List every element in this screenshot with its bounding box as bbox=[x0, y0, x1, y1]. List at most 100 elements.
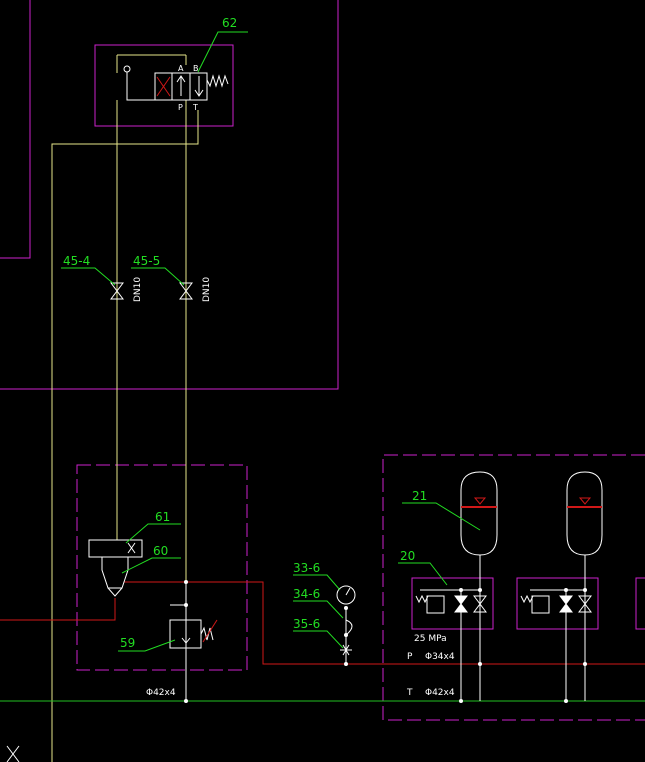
label-45-5: 45-5 bbox=[133, 254, 160, 268]
pilot-frame-line bbox=[51, 54, 199, 762]
junction-dot bbox=[459, 699, 463, 703]
dn10-label-b: DN10 bbox=[202, 277, 212, 302]
valve-62-cross-2 bbox=[156, 76, 171, 97]
safety-block-20-1-spring bbox=[415, 594, 429, 604]
leader-21 bbox=[402, 502, 481, 531]
ucs-cross-mark bbox=[6, 745, 20, 762]
leader-45-5 bbox=[131, 267, 185, 286]
relief-valve-61-spring bbox=[101, 557, 129, 589]
directional-valve-62 bbox=[123, 65, 229, 101]
pressure-lines bbox=[0, 581, 645, 665]
p-pipe-prefix: P bbox=[407, 652, 413, 662]
label-34-6: 34-6 bbox=[293, 587, 320, 601]
junction-dot bbox=[564, 588, 568, 592]
relief-valve-59 bbox=[169, 619, 218, 649]
pressure-line-main bbox=[124, 581, 645, 665]
accumulator-21-2 bbox=[566, 471, 603, 556]
safety-block-20-1-valve-a bbox=[454, 595, 468, 613]
leader-60 bbox=[121, 557, 181, 574]
ball-valve-45-5 bbox=[179, 282, 193, 300]
safety-block-20-2 bbox=[520, 594, 592, 614]
frame-outlines bbox=[0, 0, 645, 721]
label-21: 21 bbox=[412, 489, 427, 503]
pipe-accumulator-2 bbox=[530, 555, 586, 701]
relief-valve-59-spring bbox=[200, 626, 214, 641]
label-35-6: 35-6 bbox=[293, 617, 320, 631]
relief-valve-59-arrow bbox=[181, 625, 191, 644]
pilot-lines bbox=[51, 54, 199, 762]
valve-62-box bbox=[94, 44, 234, 127]
pressure-gauge-needle bbox=[345, 587, 351, 596]
accumulator-21-2-shell bbox=[566, 471, 603, 556]
block-59-61-frame bbox=[76, 464, 248, 671]
safety-block-20-2-relief bbox=[531, 595, 550, 614]
ball-valve-45-4 bbox=[110, 282, 124, 300]
port-t-label: T bbox=[192, 103, 198, 112]
junction-dot bbox=[564, 699, 568, 703]
leader-33-6 bbox=[293, 574, 341, 591]
leader-61 bbox=[125, 523, 181, 544]
white-pipes bbox=[170, 555, 586, 701]
valve-62-knob bbox=[123, 65, 131, 73]
junction-dot bbox=[583, 662, 587, 666]
junction-dot bbox=[344, 633, 348, 637]
accumulator-21-2-marker bbox=[578, 497, 592, 505]
t-pipe-prefix: T bbox=[406, 688, 413, 698]
leader-34-6 bbox=[293, 600, 344, 619]
label-20: 20 bbox=[400, 549, 415, 563]
safety-block-20-2-spring bbox=[520, 594, 534, 604]
t-pipe-size: Φ42x4 bbox=[425, 688, 455, 698]
pipe-186-vertical bbox=[170, 582, 187, 701]
label-45-4: 45-4 bbox=[63, 254, 90, 268]
label-33-6: 33-6 bbox=[293, 561, 320, 575]
relief-valve-61 bbox=[88, 539, 143, 597]
dn10-label-a: DN10 bbox=[133, 277, 143, 302]
p-pipe-size: Φ34x4 bbox=[425, 652, 455, 662]
junction-dot bbox=[344, 606, 348, 610]
safety-block-20-2-valve-b bbox=[578, 595, 592, 613]
main-pipe-size: Φ42x4 bbox=[146, 688, 176, 698]
pressure-line-drain bbox=[0, 598, 116, 621]
valve-62-spring bbox=[206, 74, 229, 88]
junction-dot bbox=[184, 580, 188, 584]
block-20-box-2 bbox=[516, 577, 599, 630]
port-b-label: B bbox=[193, 64, 199, 73]
left-panel-edge bbox=[0, 0, 31, 259]
junction-dot bbox=[344, 662, 348, 666]
junction-dot bbox=[478, 662, 482, 666]
accumulator-21-1 bbox=[460, 471, 498, 556]
label-60: 60 bbox=[153, 544, 168, 558]
junction-dots bbox=[184, 580, 587, 703]
port-a-label: A bbox=[178, 64, 184, 73]
upper-panel-frame bbox=[0, 0, 339, 390]
leader-20 bbox=[398, 562, 448, 586]
block-20-box-3 bbox=[635, 577, 645, 630]
leader-lines bbox=[61, 31, 481, 652]
gauge-valve-35-6 bbox=[340, 644, 352, 656]
safety-block-20-2-valve-a bbox=[559, 595, 573, 613]
relief-valve-61-body bbox=[88, 539, 143, 558]
label-59: 59 bbox=[120, 636, 135, 650]
ball-valve-45-4-symbol bbox=[110, 282, 124, 300]
pipe-accumulator-1 bbox=[420, 555, 481, 701]
junction-dot bbox=[583, 588, 587, 592]
ball-valve-45-5-symbol bbox=[179, 282, 193, 300]
valve-62-arrow-down bbox=[194, 76, 204, 97]
junction-dot bbox=[184, 699, 188, 703]
relief-valve-61-cross bbox=[127, 542, 136, 554]
junction-dot bbox=[478, 588, 482, 592]
leader-59 bbox=[118, 639, 176, 652]
pressure-gauge-33-6 bbox=[336, 585, 356, 605]
junction-dot bbox=[184, 603, 188, 607]
valve-62-arrow-up bbox=[176, 75, 186, 96]
accumulator-station-frame bbox=[382, 454, 645, 721]
leader-35-6 bbox=[293, 630, 344, 649]
safety-block-20-1-relief bbox=[426, 595, 445, 614]
relief-valve-59-adjust bbox=[202, 619, 218, 643]
valve-62-body bbox=[154, 72, 208, 101]
junction-dot bbox=[459, 588, 463, 592]
block-20-box-1 bbox=[411, 577, 494, 630]
relief-valve-61-nozzle bbox=[107, 587, 123, 597]
accumulator-21-1-marker bbox=[473, 497, 487, 508]
